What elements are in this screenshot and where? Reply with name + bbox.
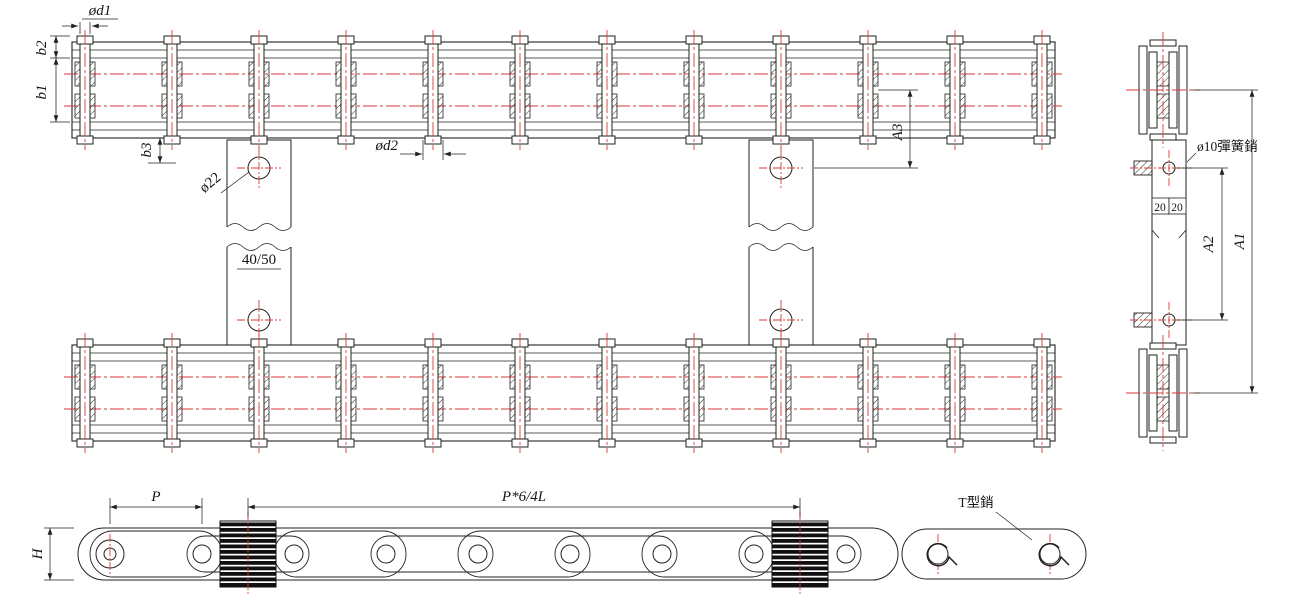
label-b2: b2 — [34, 40, 50, 56]
dim-b1: b1 — [34, 58, 70, 123]
dim-h: H — [30, 527, 74, 581]
label-d1: ød1 — [88, 3, 112, 19]
label-b3: b3 — [139, 143, 155, 158]
chain-joint — [1031, 29, 1053, 151]
dim-a3: A3 — [814, 89, 918, 169]
t-pin-link — [901, 528, 1087, 580]
chain-joint — [335, 29, 357, 151]
dim-pitch: P — [109, 489, 203, 524]
chain-joint — [161, 332, 183, 454]
label-20-right: 20 — [1171, 202, 1183, 214]
roller — [192, 544, 212, 564]
label-40-50: 40/50 — [242, 252, 276, 268]
chain-joint — [509, 29, 531, 151]
chain-joint — [422, 332, 444, 454]
dim-b2: b2 — [34, 35, 70, 59]
label-d2: ød2 — [375, 138, 399, 154]
chain-joint — [944, 29, 966, 151]
label-o10-spring-pin: ø10彈簧銷 — [1197, 139, 1258, 154]
label-20-left: 20 — [1154, 202, 1166, 214]
chain-joint — [770, 332, 792, 454]
chain-joint — [596, 29, 618, 151]
dim-b3: b3 — [139, 138, 176, 164]
chain-joint — [248, 29, 270, 151]
chain-joint — [422, 29, 444, 151]
dim-20-20: 20 20 — [1151, 197, 1187, 215]
chain-joint — [74, 29, 96, 151]
end-view: 20 20 ø10彈簧銷 A2 A1 — [1125, 31, 1259, 452]
dim-attachment-span: P*6/4L — [247, 489, 801, 517]
side-elevation: H P P*6/4L T型銷 — [30, 489, 1087, 596]
dim-a2: A2 — [1177, 167, 1228, 321]
roller — [376, 544, 396, 564]
plan-view-dimensions: ød1 b2 b1 b3 ød2 — [34, 3, 918, 270]
label-hole-22: ø22 — [197, 170, 225, 197]
label-t-type-pin: T型銷 — [958, 495, 993, 510]
label-p: P — [150, 489, 160, 505]
label-spring-pin: ø10彈簧銷 — [1186, 138, 1259, 163]
chain-joint — [857, 332, 879, 454]
label-a3: A3 — [890, 124, 906, 142]
label-p6-4l: P*6/4L — [501, 489, 546, 505]
chain-joint — [1031, 332, 1053, 454]
dim-roller-diameter-d2: ød2 — [375, 138, 466, 160]
label-bar-width: 40/50 — [237, 252, 281, 270]
dim-pin-diameter-d1: ød1 — [62, 3, 118, 34]
roller — [744, 544, 764, 564]
roller — [468, 544, 488, 564]
chain-joint — [248, 332, 270, 454]
chain-end-view-bottom — [1125, 334, 1201, 452]
chain-joint — [74, 332, 96, 454]
chain-joint — [335, 332, 357, 454]
bottom-chain-strand — [63, 344, 1063, 442]
attachment-bar-front-2 — [747, 139, 815, 346]
chain-end-view-top — [1125, 31, 1201, 149]
chain-joint — [770, 29, 792, 151]
chain-joint — [596, 332, 618, 454]
attachment-bar-front-1 — [225, 139, 293, 346]
label-a1: A1 — [1232, 233, 1248, 251]
chain-joint — [161, 29, 183, 151]
label-t-pin: T型銷 — [958, 495, 1033, 541]
roller — [652, 544, 672, 564]
label-h: H — [30, 547, 46, 560]
plan-view — [63, 29, 1063, 454]
chain-joint — [944, 332, 966, 454]
roller — [836, 544, 856, 564]
chain-outline — [77, 527, 899, 581]
roller — [284, 544, 304, 564]
chain-joint — [857, 29, 879, 151]
dim-a1: A1 — [1192, 89, 1258, 394]
chain-joint — [683, 332, 705, 454]
label-a2: A2 — [1201, 235, 1217, 253]
chain-joint — [683, 29, 705, 151]
chain-joint — [509, 332, 531, 454]
roller — [560, 544, 580, 564]
label-b1: b1 — [34, 85, 50, 100]
